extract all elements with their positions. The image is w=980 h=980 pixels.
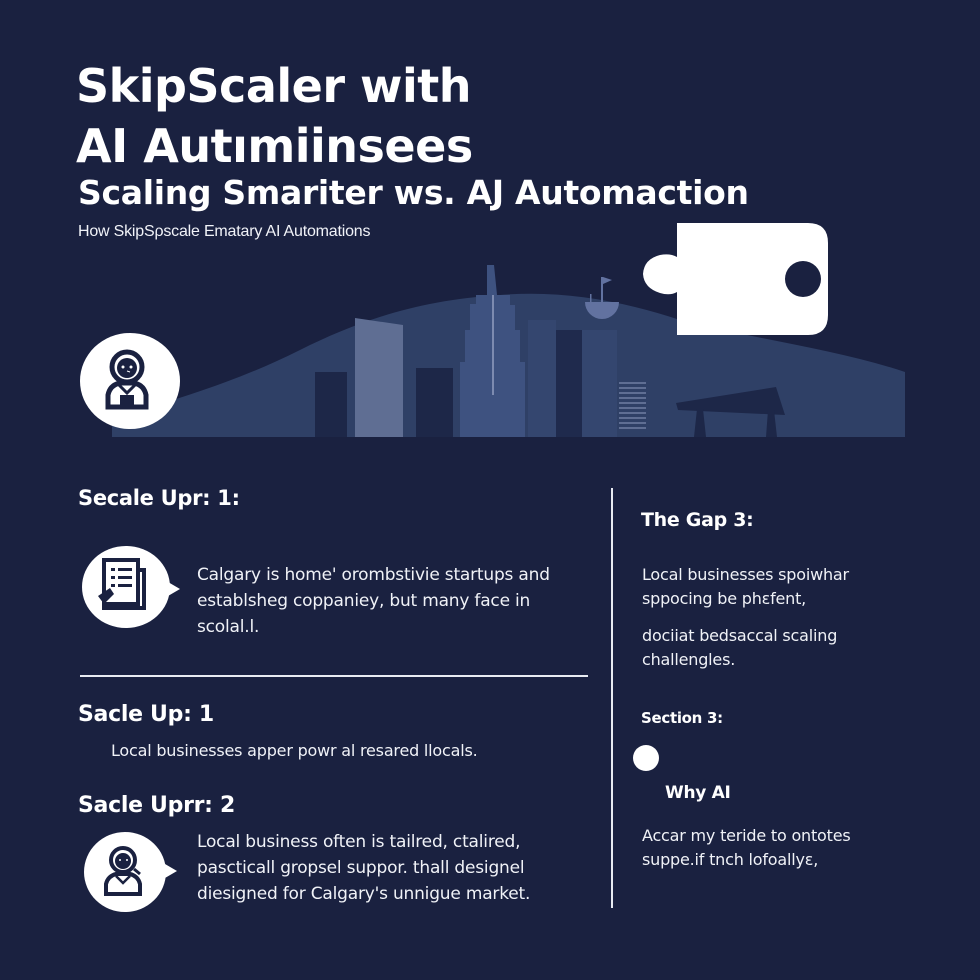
section-body-text: Local businesses apper powr al resared l… xyxy=(111,741,478,760)
page-title-line-2: AI Autımiinsees xyxy=(76,119,473,173)
striped-building xyxy=(619,382,646,429)
building xyxy=(416,368,453,437)
section-title-scale-up-1b: Sacle Up: 1 xyxy=(78,702,214,727)
page-tagline: How SkipSρscale Ematary AI Automations xyxy=(78,223,371,240)
building xyxy=(355,318,403,437)
person-icon xyxy=(105,349,149,410)
person-icon xyxy=(104,846,142,896)
section-title-scale-up-1: Secale Upr: 1: xyxy=(78,486,240,510)
document-checklist-icon xyxy=(98,558,146,610)
section-body-text: Accar my teride to ontotes suppe.if tnch… xyxy=(642,826,851,869)
hero-person-badge xyxy=(80,333,180,429)
speech-bubble-tail xyxy=(168,582,180,596)
building xyxy=(582,330,617,437)
building xyxy=(528,320,556,437)
section-heading-why-ai: Why AI xyxy=(665,783,731,803)
oil-pumpjack-icon xyxy=(676,387,785,437)
section-body-text: Local businesses spoiwhar sppocing be ph… xyxy=(642,565,849,608)
section-body-text: dociiat bedsaccal scaling challengles. xyxy=(642,626,838,669)
section-title-scale-up-2: Sacle Uprr: 2 xyxy=(78,793,236,818)
city-skyline-illustration xyxy=(112,223,905,437)
page-subtitle: Scaling Smariter ws. AJ Automaction xyxy=(78,173,749,212)
building xyxy=(556,330,582,437)
section-title-the-gap: The Gap 3: xyxy=(641,509,754,531)
saddledome-flag-icon xyxy=(585,302,619,319)
section-body-text: Calgary is home' orombstivie startups an… xyxy=(197,565,550,637)
horizontal-divider xyxy=(80,675,588,677)
vertical-divider xyxy=(611,488,613,908)
puzzle-piece-icon xyxy=(643,223,828,335)
person-badge xyxy=(84,832,166,912)
speech-bubble-tail xyxy=(165,864,177,878)
page-title-line-1: SkipScaler with xyxy=(76,59,472,113)
tower-spire-line xyxy=(492,295,494,395)
section-label-section-3: Section 3: xyxy=(641,709,723,727)
document-badge xyxy=(82,546,170,628)
bullet-dot-icon xyxy=(633,745,659,771)
section-body-text: Local business often is tailred, ctalire… xyxy=(197,832,531,904)
building xyxy=(315,372,347,437)
